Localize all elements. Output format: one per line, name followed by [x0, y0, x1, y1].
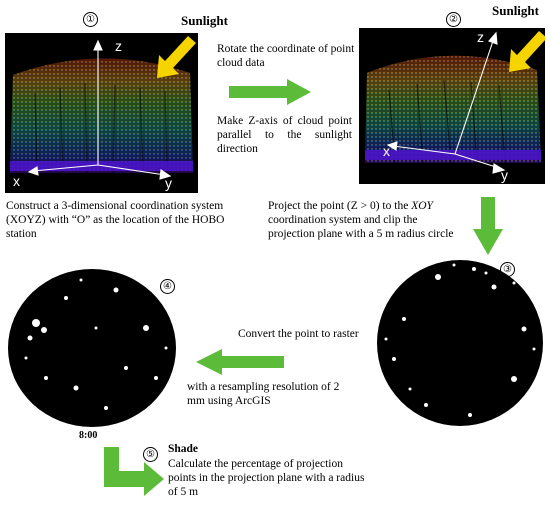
- point-cloud-panel-2: z x y: [359, 28, 545, 184]
- step-1-sunlight-label: Sunlight: [181, 13, 228, 28]
- step-1-number: ①: [83, 12, 98, 27]
- x-axis-label-2: x: [383, 143, 390, 159]
- y-axis-label-2: y: [501, 167, 508, 183]
- point-cloud-panel-1: z x y: [5, 33, 198, 193]
- step-5-number: ⑤: [143, 447, 158, 462]
- sunlight-arrow-icon-2: [509, 31, 545, 72]
- raster-circle-4: [8, 269, 176, 427]
- point-cloud-image-2: z x y: [365, 29, 545, 183]
- y-axis-label-1: y: [165, 175, 172, 191]
- down-arrow-icon: [473, 197, 503, 255]
- z-axis-label-2: z: [477, 29, 484, 45]
- z-axis-label-1: z: [115, 38, 122, 54]
- construct-text: Construct a 3-dimensional coordination s…: [6, 200, 225, 240]
- convert-text: Convert the point to raster: [238, 328, 359, 340]
- shade-title: Shade: [168, 443, 199, 455]
- projection-circle-3: [377, 260, 543, 426]
- step-2-sunlight-label: Sunlight: [492, 3, 539, 18]
- calculate-text: Calculate the percentage of projection p…: [168, 458, 365, 498]
- step-2-number: ②: [446, 12, 461, 27]
- rotate-text: Rotate the coordinate of point cloud dat…: [217, 43, 355, 69]
- sunlight-arrow-icon-1: [157, 36, 196, 78]
- bent-arrow-icon: [104, 447, 164, 496]
- step-4-number: ④: [160, 279, 175, 294]
- time-caption: 8:00: [79, 430, 98, 441]
- point-cloud-image-1: z x y: [10, 36, 196, 191]
- left-arrow-icon: [196, 349, 284, 375]
- right-arrow-icon-1: [229, 79, 311, 105]
- make-z-text: Make Z-axis of cloud point parallel to t…: [217, 115, 352, 155]
- resample-text: with a resampling resolution of 2 mm usi…: [187, 381, 340, 407]
- project-text: Project the point (Z > 0) to the XOY coo…: [268, 200, 454, 240]
- x-axis-label-1: x: [13, 173, 20, 189]
